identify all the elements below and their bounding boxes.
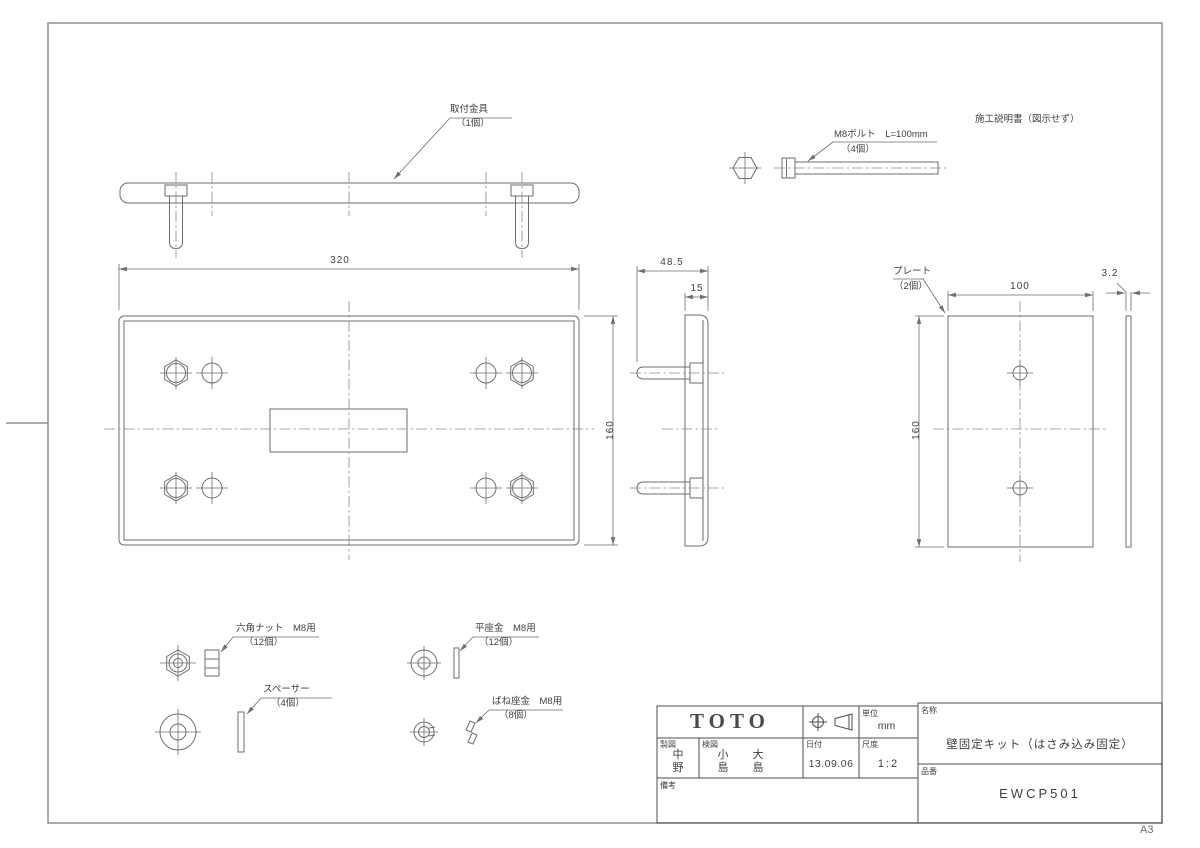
hex-nut-callout-qty: （12個）	[244, 637, 284, 648]
drafter-label: 製図	[660, 740, 676, 749]
instruction-note: 施工説明書（図示せず）	[975, 114, 1080, 125]
view-plate-edge	[1125, 315, 1132, 548]
date-label: 日付	[806, 740, 822, 749]
flat-washer-callout-label: 平座金 M8用	[475, 623, 536, 634]
toto-logo: TOTO	[690, 709, 770, 733]
spacer-callout-label: スペーサー	[263, 684, 310, 695]
leader-lines	[220, 117, 946, 724]
spring-washer-callout-label: ばね座金 M8用	[492, 696, 563, 707]
unit-value: mm	[877, 720, 896, 732]
dimension-lines	[118, 264, 1150, 548]
dim-plate-width: 100	[1010, 281, 1030, 292]
plate-callout-qty: （2個）	[894, 281, 928, 292]
dim-plate-height: 160	[911, 420, 922, 440]
dim-side-overall: 48.5	[660, 257, 684, 268]
name-value: 壁固定キット（はさみ込み固定）	[946, 739, 1134, 751]
sheet-size-label: A3	[1140, 824, 1154, 836]
checker-label: 検図	[702, 740, 718, 749]
view-hex-nut	[160, 645, 220, 681]
bolt-callout-qty: （4個）	[841, 144, 875, 155]
drafter-name: 中 野	[672, 749, 684, 774]
view-bracket-side	[630, 314, 724, 547]
flat-washer-callout-qty: （12個）	[479, 637, 519, 648]
view-spacer	[155, 709, 245, 755]
dim-bracket-height: 160	[605, 420, 616, 440]
unit-label: 単位	[862, 709, 878, 718]
view-bracket-plan	[104, 301, 594, 560]
title-block-lines	[656, 702, 1163, 824]
dim-side-depth: 15	[690, 283, 704, 294]
frame-border	[6, 22, 1163, 824]
view-spring-washer	[410, 718, 478, 746]
checker-name-2: 大 島	[752, 749, 764, 774]
hex-nut-callout-label: 六角ナット M8用	[236, 623, 316, 634]
bolt-callout-label: M8ボルト L=100mm	[834, 129, 928, 140]
bracket-callout-label: 取付金具	[450, 104, 489, 115]
view-flat-washer	[407, 646, 460, 680]
spacer-callout-qty: （4個）	[271, 698, 305, 709]
dim-bracket-width: 320	[330, 255, 350, 266]
view-bolt	[729, 152, 946, 184]
checker-name-1: 小 島	[717, 749, 729, 774]
part-number-label: 品番	[921, 767, 937, 776]
scale-value: 1:2	[877, 758, 900, 770]
remarks-label: 備考	[660, 781, 676, 790]
dim-plate-thickness: 3.2	[1101, 268, 1119, 279]
view-bracket-front	[119, 172, 580, 258]
date-value: 13.09.06	[808, 758, 854, 770]
scale-label: 尺度	[862, 740, 878, 749]
part-number-value: EWCP501	[999, 786, 1081, 801]
bracket-callout-qty: （1個）	[456, 118, 490, 129]
plate-callout-label: プレート	[893, 266, 932, 277]
name-label: 名称	[921, 706, 937, 715]
third-angle-projection-icon	[809, 713, 853, 731]
view-plate-front	[933, 301, 1108, 562]
spring-washer-callout-qty: （8個）	[499, 710, 533, 721]
